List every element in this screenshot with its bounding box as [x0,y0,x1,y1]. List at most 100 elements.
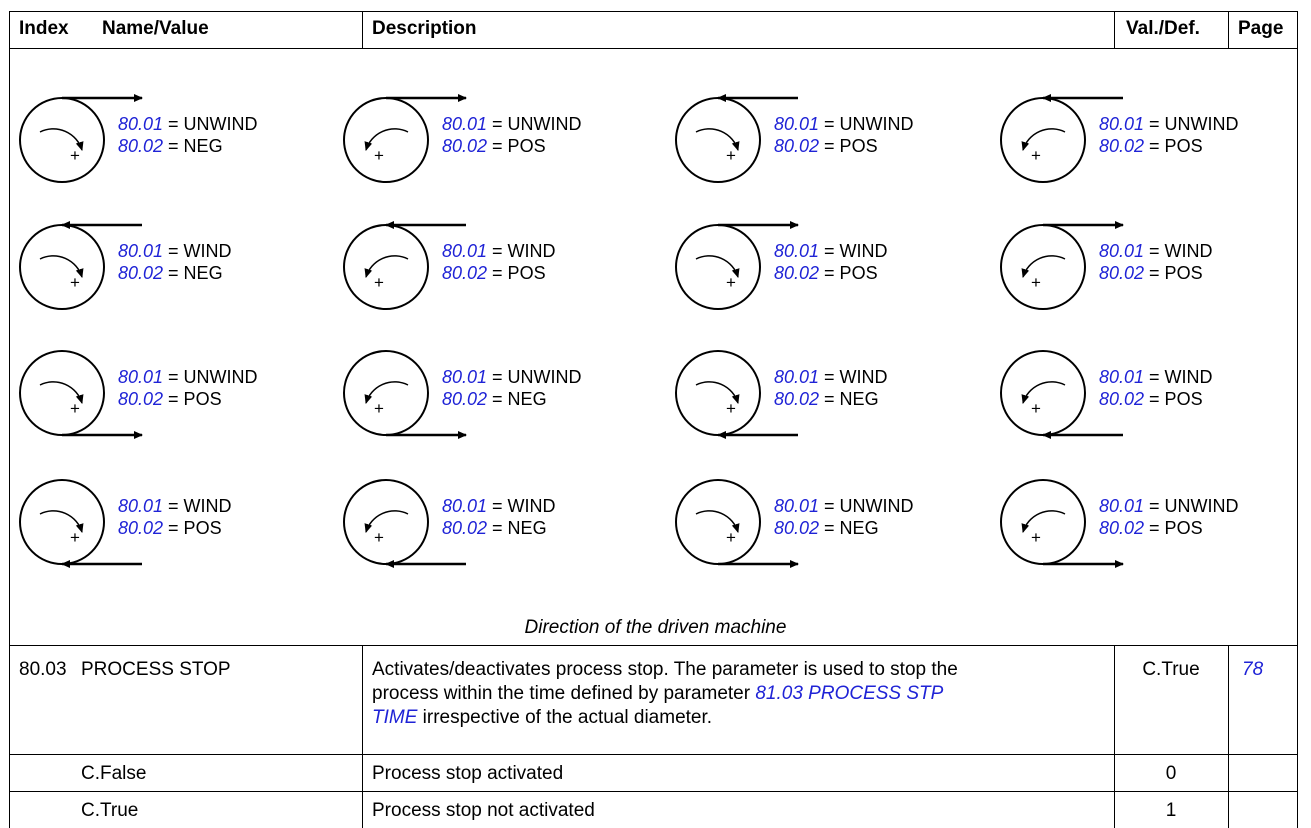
label-line: 80.01 = UNWIND [1099,495,1239,517]
rotation-arrow-cw [695,381,740,404]
plus-sign: + [374,273,384,292]
rotation-arrow-ccw [364,510,409,533]
rotation-arrow-cw [39,255,84,278]
column-divider [362,645,363,828]
param-setting: = WIND [1144,367,1213,387]
param-ref[interactable]: 80.02 [774,136,820,156]
param-setting: = POS [163,518,222,538]
rotation-arrow-cw [695,255,740,278]
param-ref[interactable]: 80.01 [774,241,820,261]
param-ref[interactable]: 80.02 [442,263,488,283]
param-setting: = NEG [163,136,223,156]
rotation-arrow-cw [39,510,84,533]
param-ref[interactable]: 80.02 [118,263,164,283]
param-ref[interactable]: 80.01 [442,496,488,516]
param-link-81-03-cont[interactable]: TIME [372,707,418,728]
rotation-arrow-ccw [1021,381,1066,404]
param-page-link[interactable]: 78 [1242,659,1264,680]
value-number: 1 [1165,800,1177,821]
param-ref[interactable]: 80.02 [442,389,488,409]
roll-circle [19,97,105,183]
param-setting: = POS [1144,136,1203,156]
param-ref[interactable]: 80.02 [118,136,164,156]
param-setting: = UNWIND [819,114,914,134]
param-ref[interactable]: 80.01 [118,114,164,134]
param-ref[interactable]: 80.01 [118,496,164,516]
param-ref[interactable]: 80.01 [442,241,488,261]
param-ref[interactable]: 80.01 [774,496,820,516]
value-number: 0 [1165,763,1177,784]
desc-line-1: Activates/deactivates process stop. The … [372,659,958,680]
param-ref[interactable]: 80.01 [1099,114,1145,134]
param-setting: = UNWIND [1144,496,1239,516]
label-line: 80.02 = POS [442,135,582,157]
param-ref[interactable]: 80.01 [774,367,820,387]
param-setting: = WIND [819,367,888,387]
label-line: 80.02 = POS [1099,517,1239,539]
param-setting: = POS [1144,263,1203,283]
roll-circle [343,479,429,565]
param-setting: = WIND [487,496,556,516]
value-name: C.False [81,763,147,784]
plus-sign: + [726,273,736,292]
diagram-caption: Direction of the driven machine [524,617,787,638]
parameter-table [9,11,1298,828]
param-ref[interactable]: 80.01 [1099,367,1145,387]
param-ref[interactable]: 80.02 [118,518,164,538]
param-ref[interactable]: 80.01 [442,367,488,387]
label-line: 80.01 = UNWIND [118,366,258,388]
param-setting: = POS [1144,389,1203,409]
column-divider [1114,11,1115,48]
param-ref[interactable]: 80.02 [1099,518,1145,538]
label-line: 80.01 = WIND [118,240,232,262]
header-page: Page [1238,18,1284,39]
param-ref[interactable]: 80.01 [118,241,164,261]
roll-circle [675,97,761,183]
row-divider [9,754,1298,755]
label-line: 80.01 = WIND [1099,366,1213,388]
param-ref[interactable]: 80.01 [1099,496,1145,516]
plus-sign: + [70,146,80,165]
label-line: 80.02 = NEG [442,388,582,410]
label-line: 80.02 = NEG [442,517,556,539]
label-line: 80.01 = WIND [1099,240,1213,262]
param-setting: = UNWIND [1144,114,1239,134]
param-ref[interactable]: 80.02 [774,263,820,283]
param-setting: = UNWIND [163,367,258,387]
roll-circle [343,97,429,183]
param-ref[interactable]: 80.02 [442,518,488,538]
diagram-bottom-border [9,645,1298,646]
param-ref[interactable]: 80.02 [1099,263,1145,283]
param-ref[interactable]: 80.02 [1099,136,1145,156]
rotation-arrow-ccw [364,128,409,151]
param-ref[interactable]: 80.01 [118,367,164,387]
plus-sign: + [1031,273,1041,292]
param-index: 80.03 [19,659,67,680]
param-ref[interactable]: 80.01 [1099,241,1145,261]
label-line: 80.02 = NEG [118,262,232,284]
rotation-arrow-cw [39,381,84,404]
param-ref[interactable]: 80.01 [774,114,820,134]
param-setting: = POS [163,389,222,409]
param-setting: = UNWIND [487,367,582,387]
label-line: 80.01 = WIND [774,366,888,388]
param-ref[interactable]: 80.02 [774,389,820,409]
param-ref[interactable]: 80.02 [774,518,820,538]
param-ref[interactable]: 80.02 [118,389,164,409]
rotation-arrow-ccw [1021,128,1066,151]
plus-sign: + [1031,146,1041,165]
plus-sign: + [374,528,384,547]
roll-circle [343,350,429,436]
rotation-arrow-ccw [1021,255,1066,278]
label-line: 80.02 = NEG [118,135,258,157]
param-link-81-03[interactable]: 81.03 PROCESS STP [755,683,944,704]
param-ref[interactable]: 80.02 [1099,389,1145,409]
param-ref[interactable]: 80.02 [442,136,488,156]
param-setting: = NEG [819,389,879,409]
param-ref[interactable]: 80.01 [442,114,488,134]
